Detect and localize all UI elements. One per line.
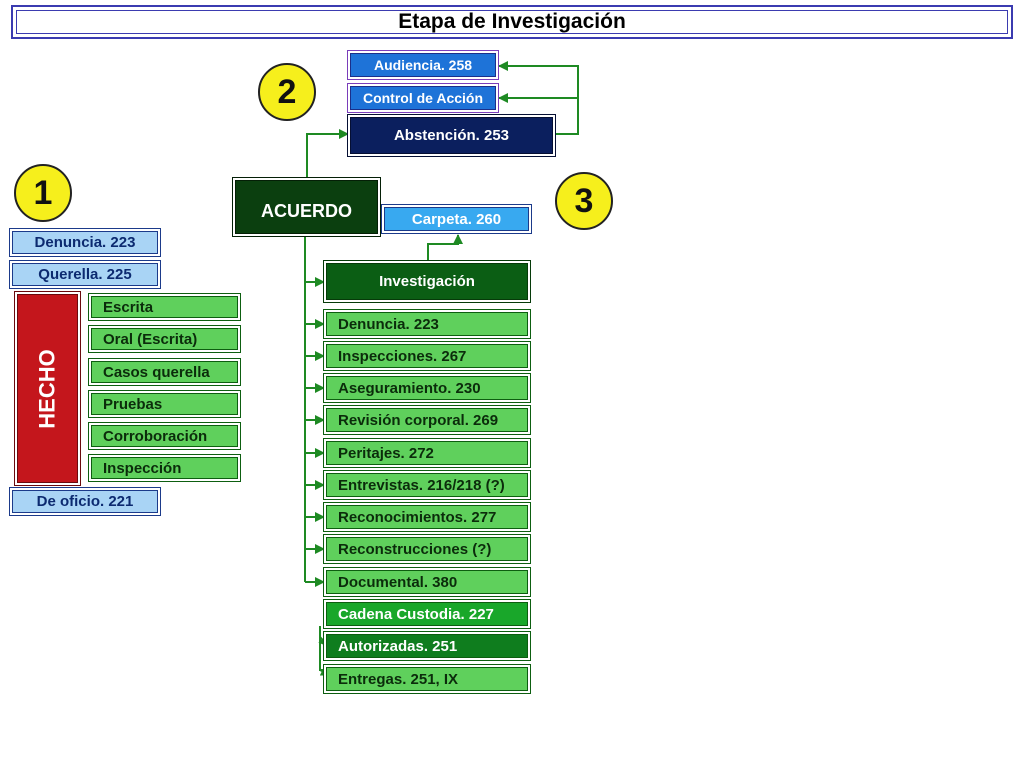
autorizadas-box[interactable]: Autorizadas. 251 [326, 634, 528, 658]
de-oficio-box[interactable]: De oficio. 221 [12, 490, 158, 513]
inv-item-reconstrucciones[interactable]: Reconstrucciones (?) [326, 537, 528, 561]
step-marker-3: 3 [555, 172, 613, 230]
inv-item-revision-corporal[interactable]: Revisión corporal. 269 [326, 408, 528, 432]
hecho-item-escrita[interactable]: Escrita [91, 296, 238, 318]
acuerdo-box[interactable]: ACUERDO [235, 180, 378, 234]
inv-item-aseguramiento[interactable]: Aseguramiento. 230 [326, 376, 528, 400]
hecho-item-pruebas[interactable]: Pruebas [91, 393, 238, 415]
audiencia-box[interactable]: Audiencia. 258 [350, 53, 496, 77]
hecho-label: HECHO [34, 348, 60, 429]
carpeta-box[interactable]: Carpeta. 260 [384, 207, 529, 231]
denuncia-box[interactable]: Denuncia. 223 [12, 231, 158, 254]
investigacion-header[interactable]: Investigación [326, 263, 528, 300]
hecho-item-inspeccion[interactable]: Inspección [91, 457, 238, 479]
page-title: Etapa de Investigación [11, 5, 1013, 39]
acuerdo-to-abstencion-line [306, 129, 349, 180]
abstencion-box[interactable]: Abstención. 253 [350, 117, 553, 154]
inv-item-entrevistas[interactable]: Entrevistas. 216/218 (?) [326, 473, 528, 497]
hecho-item-casos-querella[interactable]: Casos querella [91, 361, 238, 383]
step-marker-2: 2 [258, 63, 316, 121]
abstencion-feedback-line [498, 61, 579, 135]
cadena-custodia-box[interactable]: Cadena Custodia. 227 [326, 602, 528, 626]
inv-item-denuncia[interactable]: Denuncia. 223 [326, 312, 528, 336]
hecho-box[interactable]: HECHO [17, 294, 78, 483]
inv-item-documental[interactable]: Documental. 380 [326, 570, 528, 594]
inv-item-peritajes[interactable]: Peritajes. 272 [326, 441, 528, 465]
inv-item-inspecciones[interactable]: Inspecciones. 267 [326, 344, 528, 368]
entregas-box[interactable]: Entregas. 251, IX [326, 667, 528, 691]
step-marker-1: 1 [14, 164, 72, 222]
hecho-item-corroboracion[interactable]: Corroboración [91, 425, 238, 447]
hecho-item-oral[interactable]: Oral (Escrita) [91, 328, 238, 350]
inv-item-reconocimientos[interactable]: Reconocimientos. 277 [326, 505, 528, 529]
control-accion-box[interactable]: Control de Acción [350, 86, 496, 110]
investigacion-to-carpeta-line [427, 234, 463, 262]
querella-box[interactable]: Querella. 225 [12, 263, 158, 286]
